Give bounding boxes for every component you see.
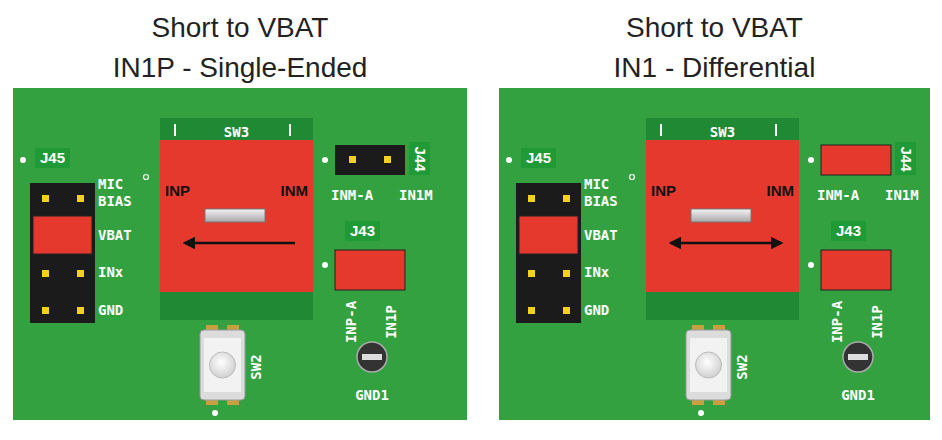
reference-designator: SW2 (734, 354, 751, 379)
heading: IN1 - Differential (499, 52, 930, 84)
pin-label: INP-A (829, 301, 846, 343)
switch-position: INP (165, 182, 190, 199)
connector-tag: J43 (831, 221, 866, 241)
single-ended-setting (185, 243, 295, 244)
heading: Short to VBAT (499, 12, 930, 44)
silk-label: GND (584, 302, 609, 319)
switch-arrow (185, 242, 295, 245)
heading: Short to VBAT (13, 12, 467, 44)
pushbutton: SW2 (200, 330, 245, 400)
heading: IN1P - Single-Ended (13, 52, 467, 84)
board-parts (506, 118, 891, 416)
silk-label: MIC BIAS (98, 176, 138, 210)
test-point: GND1 (843, 342, 873, 372)
slide-switch: SW3INP INM (646, 118, 799, 293)
reference-designator: J45 (40, 149, 65, 166)
pin-label: IN1M (399, 187, 433, 204)
connector-tag: J44 (895, 142, 916, 175)
switch-position: INP (651, 182, 676, 199)
reference-designator: J44 (411, 146, 428, 171)
pcb-board: Short to VBATIN1 - DifferentialJ45SW3INP… (499, 88, 930, 420)
test-point: GND1 (357, 342, 387, 372)
reference-designator: GND1 (355, 387, 389, 404)
pin-label: INP-A (343, 301, 360, 343)
pcb-board (13, 88, 467, 420)
pin-label: INM-A (331, 187, 373, 204)
silk-label: VBAT (98, 227, 132, 244)
switch-arrow (671, 242, 781, 245)
silk-label: VBAT (584, 227, 618, 244)
silk-label: INx (98, 264, 123, 281)
silk-label: INx (584, 264, 609, 281)
pcb-board: Short to VBATIN1P - Single-EndedJ45SW3IN… (13, 88, 467, 420)
reference-designator: J44 (897, 146, 914, 171)
connector-tag: J43 (345, 221, 380, 241)
slide-switch: SW3INP INM (160, 118, 313, 293)
switch-position: INM (767, 182, 795, 199)
reference-designator: GND1 (841, 387, 875, 404)
reference-designator: SW3 (160, 124, 313, 141)
pcb-board (499, 88, 930, 420)
connector-tag: J44 (409, 142, 430, 175)
jumper-shunt (821, 145, 891, 175)
pushbutton: SW2 (686, 330, 731, 400)
connector-tag: J45 (35, 148, 70, 168)
connector-tag: J45 (521, 148, 556, 168)
reference-designator: J43 (836, 222, 861, 239)
board-parts (20, 118, 405, 416)
switch-position: INM (281, 182, 309, 199)
differential-setting (671, 145, 891, 243)
reference-designator: J43 (350, 222, 375, 239)
pin-label: IN1P (869, 305, 886, 339)
reference-designator: J45 (526, 149, 551, 166)
reference-designator: SW3 (646, 124, 799, 141)
pin-label: IN1M (885, 187, 919, 204)
silk-label: MIC BIAS (584, 176, 624, 210)
reference-designator: SW2 (248, 354, 265, 379)
silk-label: GND (98, 302, 123, 319)
pin-label: INM-A (817, 187, 859, 204)
pin-label: IN1P (383, 305, 400, 339)
